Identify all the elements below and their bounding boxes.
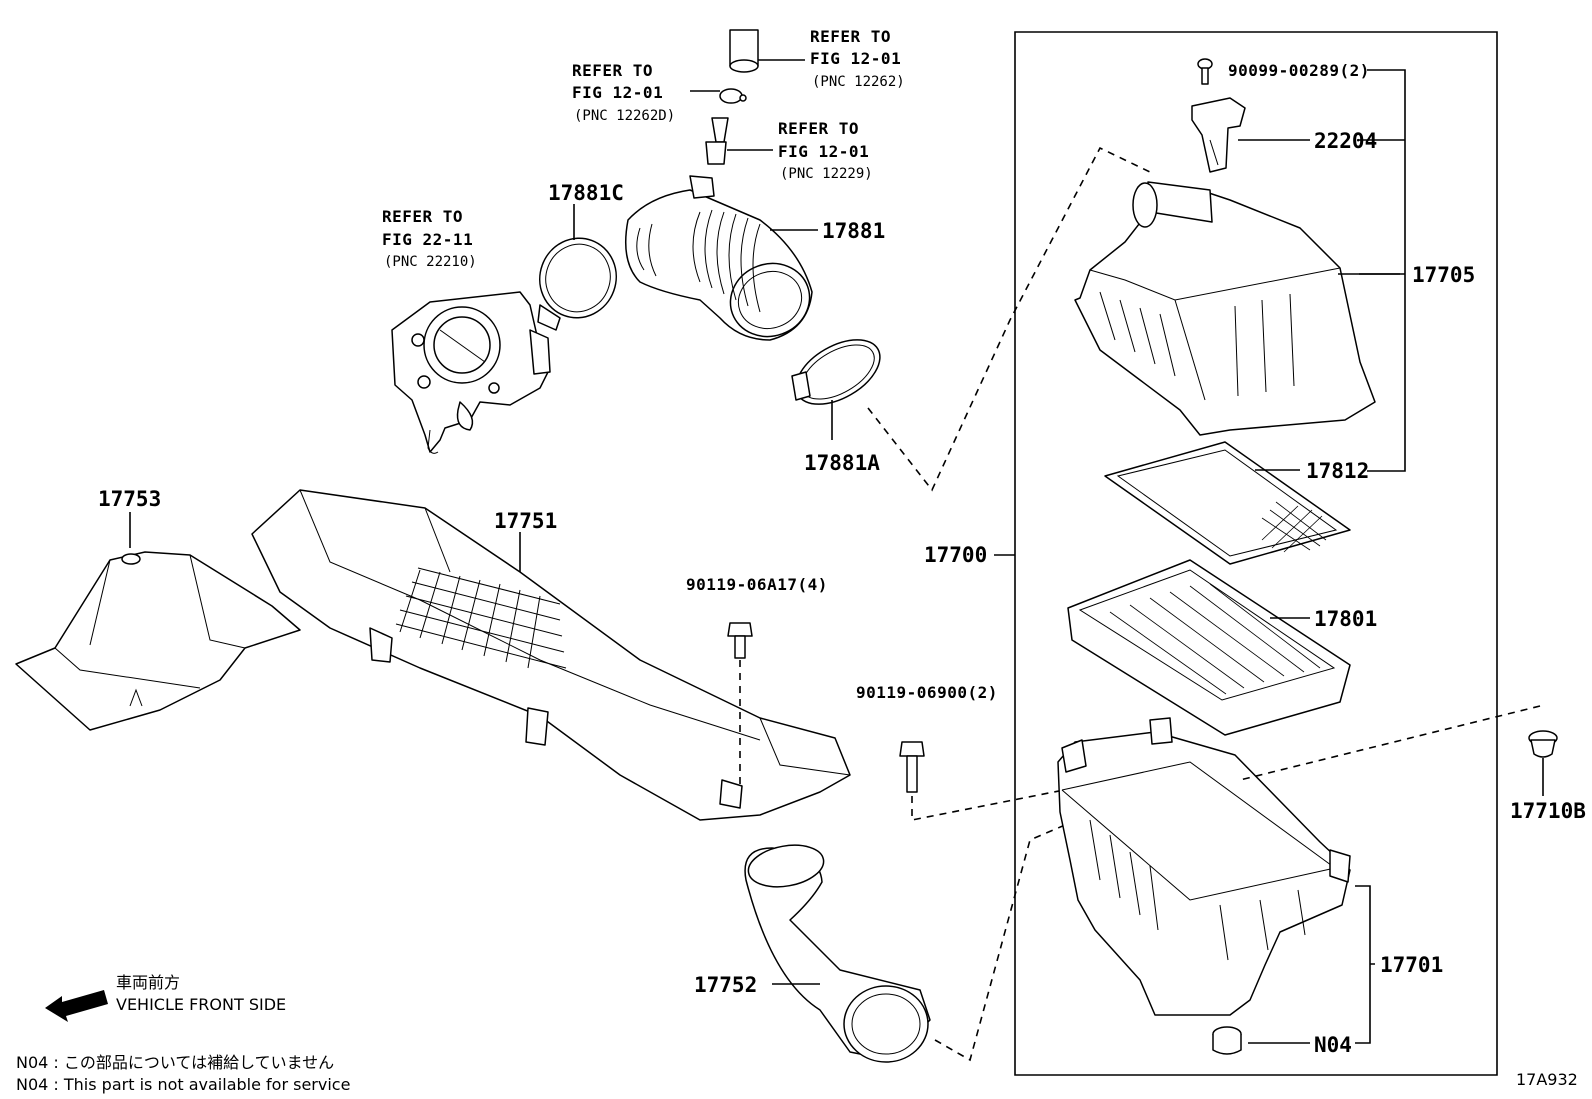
ref-22210-line1: REFER TO xyxy=(382,207,463,226)
vehicle-front-jp: 車両前方 xyxy=(116,973,180,992)
clip-12262D xyxy=(690,88,747,104)
screw-90099-00289 xyxy=(1197,58,1213,85)
ref-12262D-line1: REFER TO xyxy=(572,61,653,80)
ref-12229-pnc: (PNC 12229) xyxy=(780,166,873,182)
throttle-body xyxy=(391,291,551,454)
ref-22210-line2: FIG 22-11 xyxy=(382,230,473,249)
label-17705: 17705 xyxy=(1412,263,1475,287)
label-17752: 17752 xyxy=(694,973,757,997)
hose-stub-12262 xyxy=(729,29,805,73)
vehicle-front-en: VEHICLE FRONT SIDE xyxy=(116,995,286,1014)
leader-dash-upper xyxy=(867,146,1151,492)
label-17881: 17881 xyxy=(822,219,885,243)
label-90119-06900: 90119-06900(2) xyxy=(856,683,998,702)
upper-case-17705 xyxy=(1074,181,1400,436)
air-hose-17752 xyxy=(744,824,1066,1063)
label-17753: 17753 xyxy=(98,487,161,511)
label-17710B: 17710B xyxy=(1510,799,1586,823)
pipe-12229 xyxy=(705,117,773,165)
label-17881C: 17881C xyxy=(548,181,624,205)
ref-12262-line1: REFER TO xyxy=(810,27,891,46)
hose-band-17881C xyxy=(537,204,617,331)
label-17700: 17700 xyxy=(924,543,987,567)
air-duct-17751 xyxy=(251,489,851,821)
ref-12262D-pnc: (PNC 12262D) xyxy=(574,108,675,124)
label-17801: 17801 xyxy=(1314,607,1377,631)
lower-case-17701 xyxy=(1057,717,1375,1044)
grommet-17710B xyxy=(1239,705,1558,796)
label-17701: 17701 xyxy=(1380,953,1443,977)
ref-22210-pnc: (PNC 22210) xyxy=(384,254,477,270)
ref-12262D-line2: FIG 12-01 xyxy=(572,83,663,102)
note-n04-jp: N04 : この部品については補給していません xyxy=(16,1053,334,1072)
ref-12229-line2: FIG 12-01 xyxy=(778,142,869,161)
filter-17801 xyxy=(1067,559,1351,736)
bolt-90119-06A17 xyxy=(727,622,753,790)
hose-band-17881A xyxy=(791,339,881,440)
ref-12262-pnc: (PNC 12262) xyxy=(812,74,905,90)
assembly-frame xyxy=(1014,31,1498,1076)
ref-12262-line2: FIG 12-01 xyxy=(810,49,901,68)
intake-hose-17881 xyxy=(625,175,818,341)
leader-bracket-right xyxy=(1359,69,1406,472)
label-90099-00289: 90099-00289(2) xyxy=(1228,61,1370,80)
label-22204: 22204 xyxy=(1314,129,1377,153)
label-N04: N04 xyxy=(1314,1033,1352,1057)
resonator-17753 xyxy=(15,512,301,731)
grommet-N04 xyxy=(1212,1026,1310,1055)
label-90119-06A17: 90119-06A17(4) xyxy=(686,575,828,594)
gasket-17812 xyxy=(1104,441,1351,565)
figure-code: 17A932 xyxy=(1516,1070,1578,1089)
note-n04-en: N04 : This part is not available for ser… xyxy=(16,1075,350,1094)
vehicle-front-arrow-icon xyxy=(45,990,108,1022)
label-17881A: 17881A xyxy=(804,451,880,475)
label-17751: 17751 xyxy=(494,509,557,533)
ref-12229-line1: REFER TO xyxy=(778,119,859,138)
sensor-22204 xyxy=(1191,97,1310,173)
label-17812: 17812 xyxy=(1306,459,1369,483)
